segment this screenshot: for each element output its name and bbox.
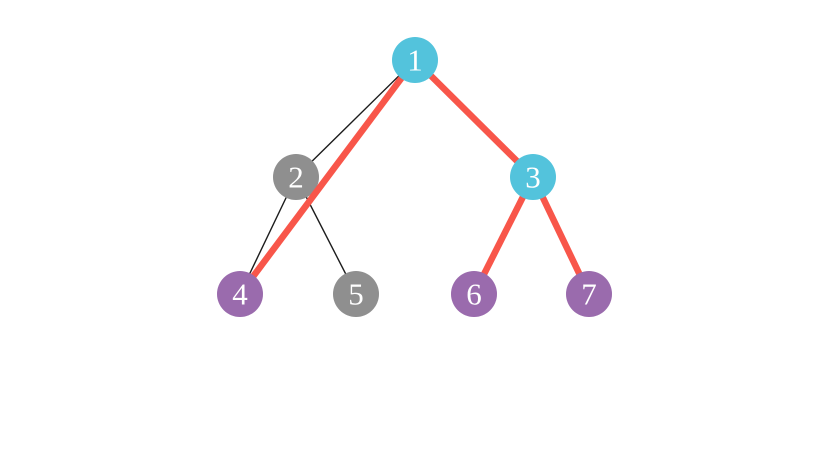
edge-1-3-highlighted <box>412 57 536 180</box>
node-7-label: 7 <box>581 277 597 312</box>
node-4-circle <box>217 271 263 317</box>
node-4-label: 4 <box>232 277 248 312</box>
node-7-circle <box>566 271 612 317</box>
node-3-label: 3 <box>525 160 541 195</box>
edge-1-2 <box>295 59 416 178</box>
node-2: 2 <box>273 154 319 200</box>
node-6-label: 6 <box>466 277 482 312</box>
node-1-circle <box>392 37 438 83</box>
node-1: 1 <box>392 37 438 83</box>
node-6: 6 <box>451 271 497 317</box>
node-5-label: 5 <box>348 277 364 312</box>
node-2-label: 2 <box>288 160 304 195</box>
node-2-circle <box>273 154 319 200</box>
node-3-circle <box>510 154 556 200</box>
node-7: 7 <box>566 271 612 317</box>
node-5-circle <box>333 271 379 317</box>
node-3: 3 <box>510 154 556 200</box>
node-1-label: 1 <box>407 43 423 78</box>
edge-1-4-highlighted <box>237 58 418 296</box>
node-5: 5 <box>333 271 379 317</box>
node-6-circle <box>451 271 497 317</box>
node-4: 4 <box>217 271 263 317</box>
